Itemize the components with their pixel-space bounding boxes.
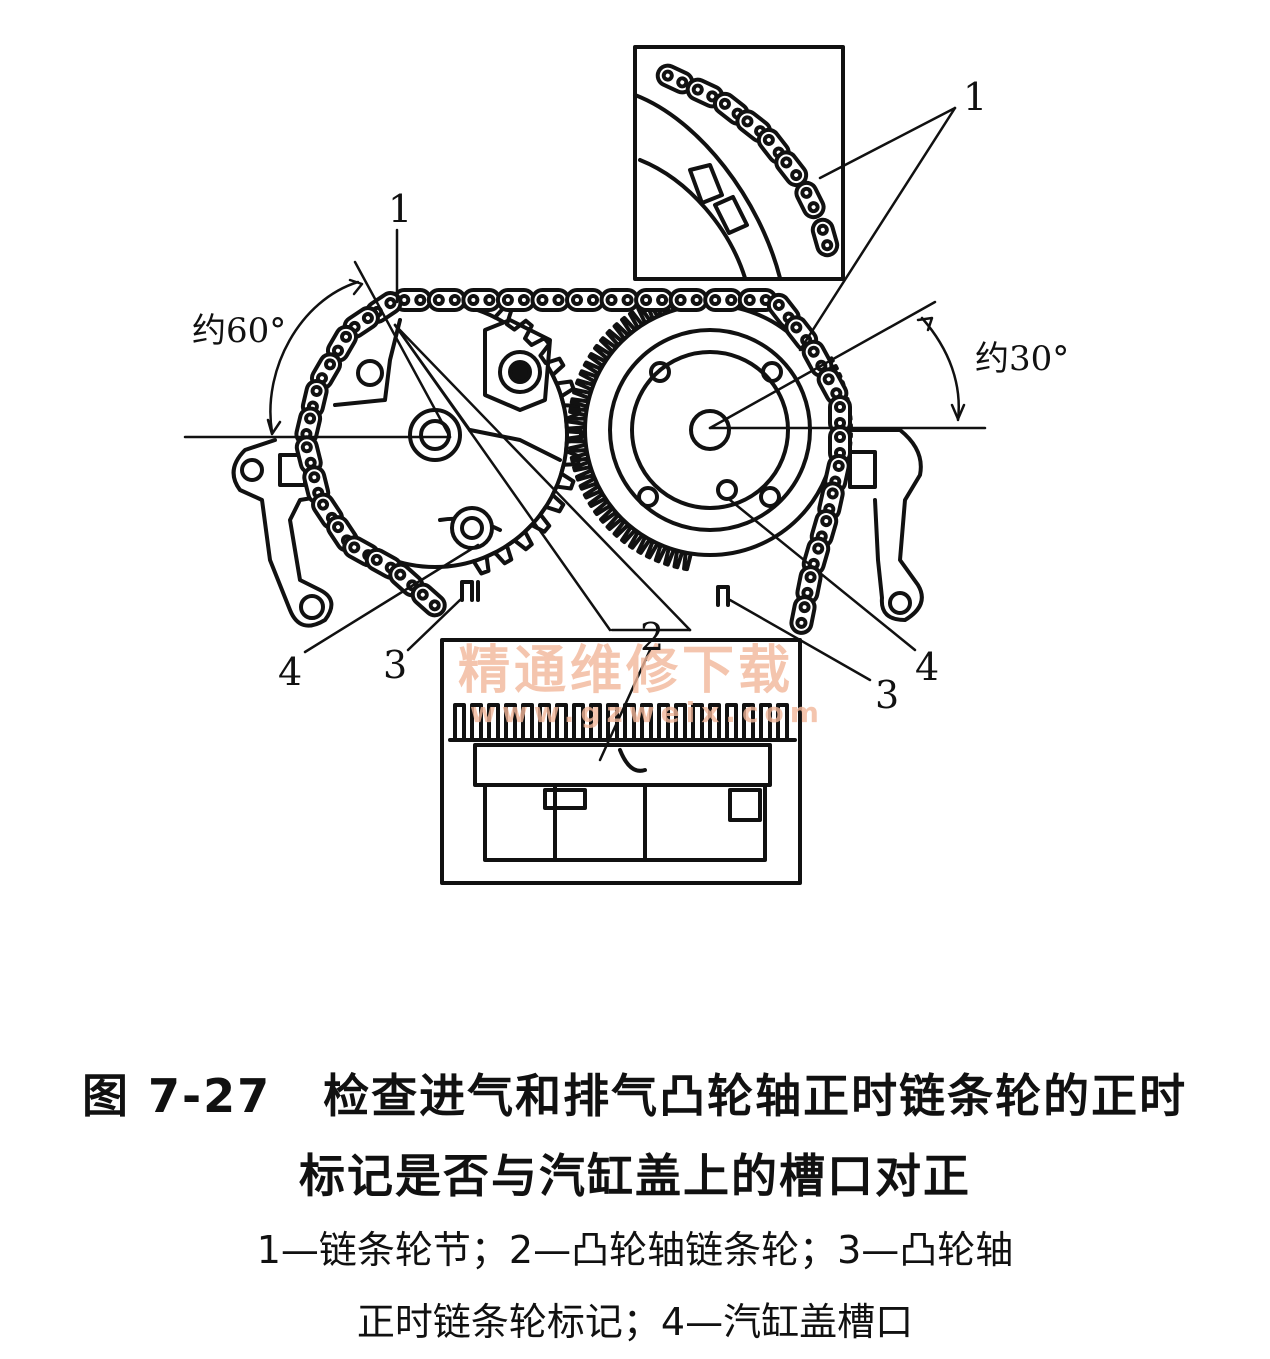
watermark-url: www.gzweix.com (470, 696, 825, 729)
inset-sprocket-detail (440, 638, 802, 885)
callout-3-left: 3 (383, 643, 407, 687)
callout-4-left: 4 (278, 650, 302, 694)
chain-link (410, 582, 447, 618)
timing-chain (294, 288, 852, 635)
angle-label-60: 约60° (192, 311, 286, 351)
angle-arcs (266, 278, 966, 436)
caption-legend-line-2: 正时链条轮标记；4—汽缸盖槽口 (356, 1300, 914, 1344)
caption-title-text: 检查进气和排气凸轮轴正时链条轮的正时 (323, 1069, 1188, 1123)
callout-3-right: 3 (875, 673, 899, 717)
inset-chain-link (794, 180, 826, 220)
timing-chain-diagram: 精通维修下载 www.gzweix.com 1 1 2 3 3 4 4 约60°… (183, 45, 1069, 885)
callout-2-sprocket: 2 (640, 615, 664, 659)
inset-chain-detail (633, 45, 845, 281)
chain-link (325, 324, 359, 363)
inset-chain-link (685, 77, 725, 109)
sprocket-bolt-hole (761, 361, 783, 383)
callout-1-chain: 1 (388, 187, 412, 231)
callout-1-inset: 1 (963, 75, 987, 119)
chain-link (565, 288, 605, 312)
chain-link (703, 288, 744, 312)
chain-link (426, 288, 467, 312)
chain-link (634, 288, 675, 312)
intake-sprocket-teeth (471, 304, 583, 576)
reference-lines (183, 260, 987, 439)
figure-number: 图 7-27 (82, 1069, 272, 1123)
chain-link (495, 288, 536, 312)
chain-link (668, 288, 709, 312)
caption-title-line-1: 图 7-27 检查进气和排气凸轮轴正时链条轮的正时 (82, 1060, 1222, 1132)
leader-lines (303, 106, 957, 762)
angle-label-30: 约30° (975, 339, 1069, 379)
inset-chain-link (810, 217, 840, 258)
chain-link (789, 595, 817, 635)
chain-link (530, 288, 571, 312)
caption-title-line-2: 标记是否与汽缸盖上的槽口对正 (299, 1149, 971, 1203)
sprocket-bolt-hole (649, 361, 671, 383)
sprocket-bolt-hole (637, 486, 659, 508)
callout-4-right: 4 (915, 645, 939, 689)
sprocket-bolt-hole (759, 486, 781, 508)
watermark-text: 精通维修下载 (458, 641, 794, 701)
inset-chain-links (655, 63, 840, 258)
sprocket-tooth-row (471, 304, 583, 576)
intake-cam-sprocket (301, 301, 583, 576)
chain-link (461, 288, 502, 312)
cylinder-head-notch (460, 580, 730, 607)
chain-link (599, 288, 640, 312)
caption-legend-line-1: 1—链条轮节；2—凸轮轴链条轮；3—凸轮轴 (256, 1228, 1014, 1272)
exhaust-cam-sprocket (567, 290, 853, 572)
